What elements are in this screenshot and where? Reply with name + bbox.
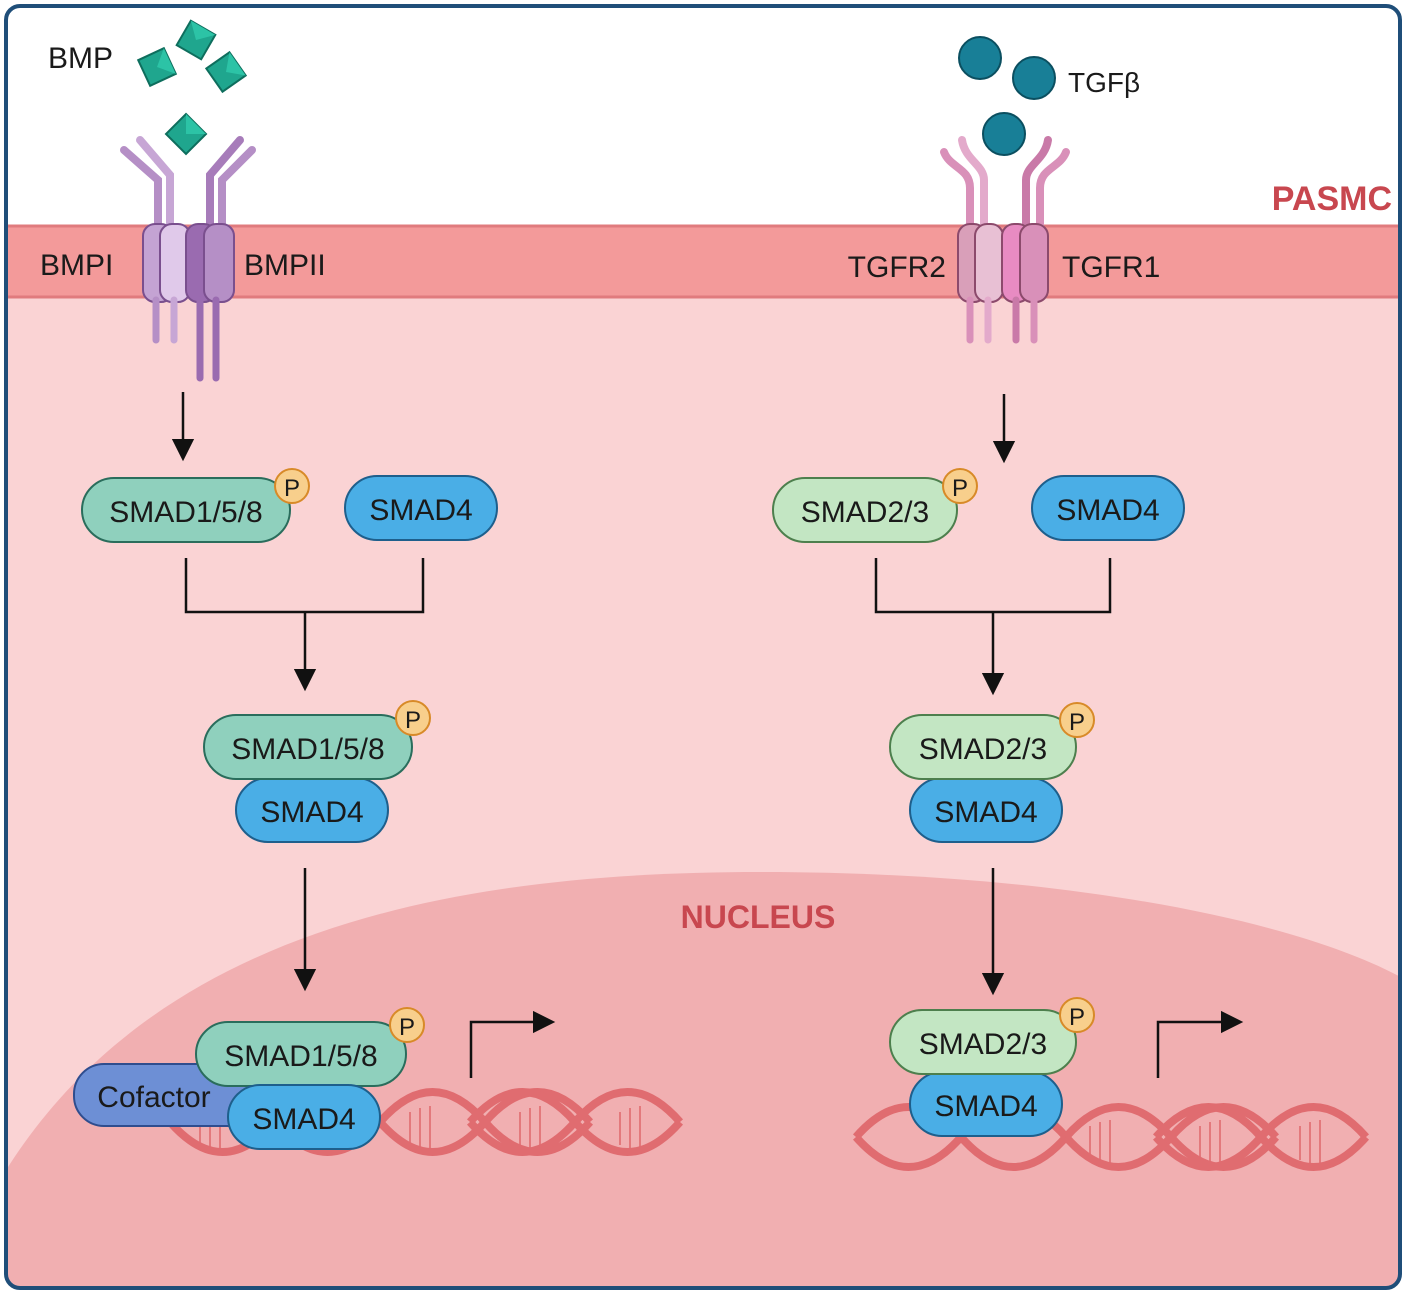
bmp1-label: BMPI	[40, 249, 113, 282]
smad23-pill: SMAD2/3	[889, 714, 1077, 780]
smad158-label: SMAD1/5/8	[224, 1040, 377, 1073]
phospho-badge: P	[274, 468, 310, 504]
smad158-label: SMAD1/5/8	[109, 496, 262, 529]
smad4-label: SMAD4	[1056, 494, 1159, 527]
nucleus	[6, 872, 1400, 1288]
bmp-ligand-icon	[136, 46, 178, 88]
smad23-pill: SMAD2/3	[889, 1009, 1077, 1075]
smad4-pill: SMAD4	[1031, 475, 1185, 541]
cell-border	[4, 4, 1402, 1290]
tgf-ligand-icon	[958, 36, 1002, 80]
phospho-label: P	[399, 1014, 415, 1041]
tgf-ligand-icon	[1012, 56, 1056, 100]
dna-helix-icon	[856, 1107, 1366, 1168]
tgfb-label: TGFβ	[1068, 67, 1140, 98]
smad4-pill: SMAD4	[344, 475, 498, 541]
transcription-arrow-icon	[469, 1010, 556, 1078]
tgf-receptor-icon	[940, 136, 1070, 344]
smad4-label: SMAD4	[369, 494, 472, 527]
phospho-badge: P	[942, 468, 978, 504]
phospho-label: P	[952, 475, 968, 502]
smad4-label: SMAD4	[934, 1090, 1037, 1123]
smad23-label: SMAD2/3	[801, 496, 929, 529]
bmp-ligand-icon	[204, 50, 248, 94]
smad4-label: SMAD4	[260, 796, 363, 829]
smad4-label: SMAD4	[252, 1103, 355, 1136]
bmp-ligands	[136, 19, 248, 156]
smad4-pill: SMAD4	[227, 1084, 381, 1150]
smad158-pill: SMAD1/5/8	[195, 1021, 407, 1087]
tgf-ligands	[958, 36, 1056, 156]
cofactor-label: Cofactor	[97, 1081, 210, 1114]
tgf-bound-ligand-icon	[982, 112, 1026, 156]
phospho-label: P	[284, 475, 300, 502]
transcription-arrow-icon	[1156, 1010, 1244, 1078]
smad4-pill: SMAD4	[909, 777, 1063, 843]
phospho-label: P	[1069, 1004, 1085, 1031]
phospho-badge: P	[395, 700, 431, 736]
smad4-label: SMAD4	[934, 796, 1037, 829]
phospho-label: P	[405, 707, 421, 734]
dna-helix-icon	[170, 1092, 680, 1154]
tgfr1-label: TGFR1	[1062, 251, 1160, 284]
phospho-badge: P	[1059, 997, 1095, 1033]
nucleus-label: NUCLEUS	[681, 899, 836, 935]
cell-membrane	[6, 226, 1400, 298]
phospho-label: P	[1069, 709, 1085, 736]
bmp-receptor-icon	[120, 136, 256, 382]
smad23-label: SMAD2/3	[919, 733, 1047, 766]
smad4-pill: SMAD4	[235, 777, 389, 843]
tgfr2-label: TGFR2	[848, 251, 946, 284]
bmp-bound-ligand-icon	[164, 112, 208, 156]
phospho-badge: P	[1059, 702, 1095, 738]
phospho-badge: P	[389, 1007, 425, 1043]
smad4-pill: SMAD4	[909, 1071, 1063, 1137]
smad23-pill: SMAD2/3	[772, 477, 958, 543]
bmp-label: BMP	[48, 42, 113, 75]
pasmc-label: PASMC	[1272, 180, 1392, 218]
smad158-label: SMAD1/5/8	[231, 733, 384, 766]
smad158-pill: SMAD1/5/8	[81, 477, 291, 543]
smad23-label: SMAD2/3	[919, 1028, 1047, 1061]
bmp2-label: BMPII	[244, 249, 326, 282]
smad158-pill: SMAD1/5/8	[203, 714, 413, 780]
bmp-ligand-icon	[175, 19, 217, 61]
